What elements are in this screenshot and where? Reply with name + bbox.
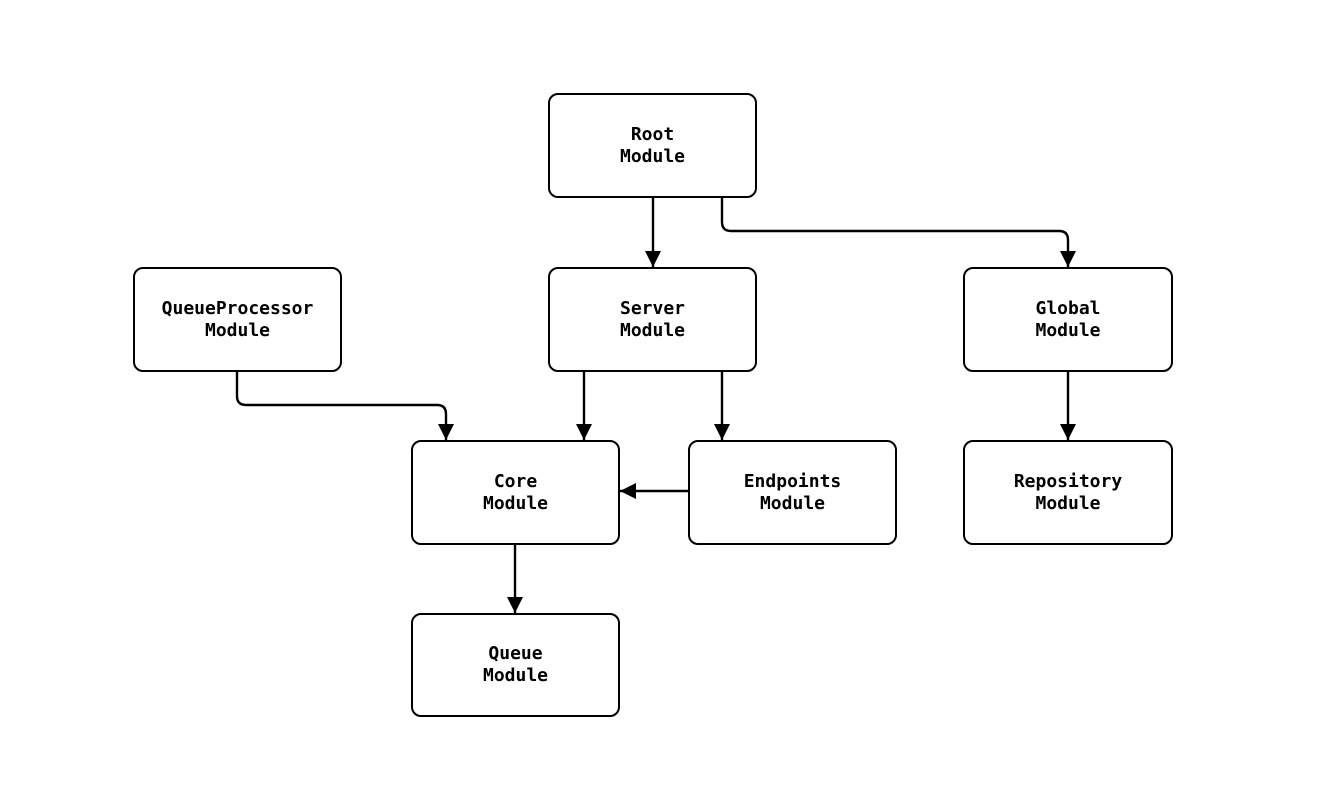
node-queueprocessor: QueueProcessor Module	[133, 267, 342, 372]
node-root-label: Root Module	[619, 123, 686, 167]
node-global: Global Module	[963, 267, 1173, 372]
node-core: Core Module	[411, 440, 620, 545]
node-endpoints-label: Endpoints Module	[743, 470, 842, 514]
node-repository-label: Repository Module	[1013, 470, 1123, 514]
node-endpoints: Endpoints Module	[688, 440, 897, 545]
edge-queueprocessor-to-core	[235, 372, 454, 440]
node-server: Server Module	[548, 267, 757, 372]
node-queue: Queue Module	[411, 613, 620, 717]
node-server-label: Server Module	[619, 297, 686, 341]
node-repository: Repository Module	[963, 440, 1173, 545]
node-global-label: Global Module	[1035, 297, 1101, 341]
node-queueprocessor-label: QueueProcessor Module	[161, 297, 314, 341]
node-root: Root Module	[548, 93, 757, 198]
node-queue-label: Queue Module	[482, 643, 549, 686]
edge-root-to-global	[720, 198, 1076, 267]
node-core-label: Core Module	[482, 470, 549, 514]
